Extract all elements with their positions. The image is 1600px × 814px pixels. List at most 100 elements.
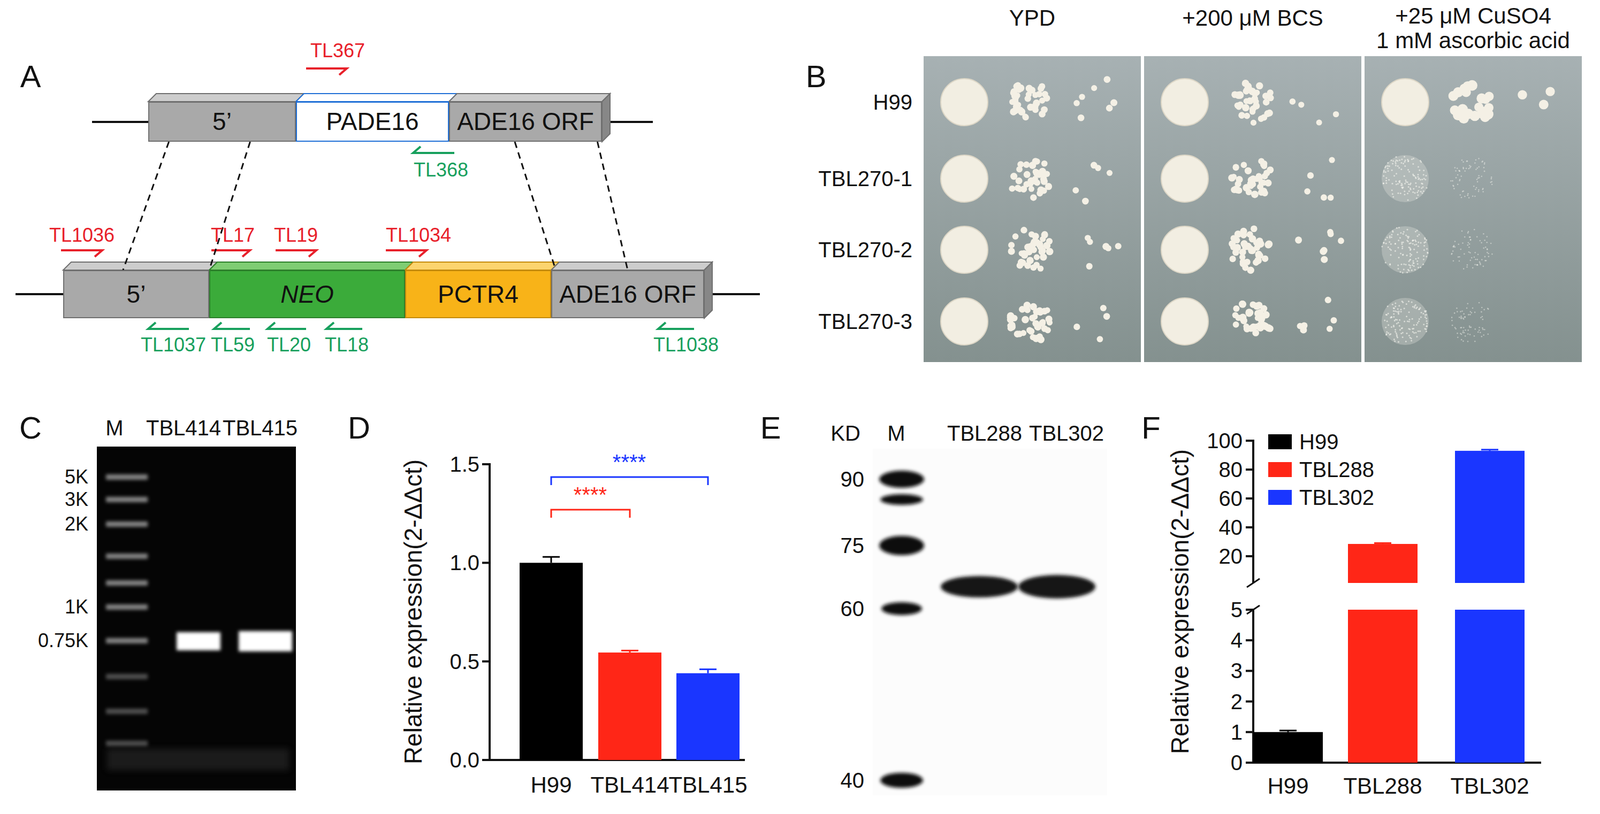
colony: [1022, 113, 1028, 120]
micro-colony: [1408, 259, 1411, 262]
micro-colony: [1398, 325, 1401, 327]
micro-colony: [1401, 247, 1404, 250]
colony-spot: [1381, 155, 1429, 203]
primer-label-text: TL1037: [140, 333, 207, 356]
error-cap: [1374, 542, 1392, 545]
colony: [1250, 119, 1257, 126]
micro-colony: [1402, 233, 1405, 235]
micro-colony: [1389, 263, 1391, 266]
micro-colony: [1395, 162, 1397, 165]
colony-spot: [1228, 157, 1274, 198]
micro-colony: [1418, 308, 1420, 311]
micro-colony: [1414, 192, 1416, 194]
tick-label: 100: [1206, 429, 1243, 453]
primer-label: TL59: [210, 334, 255, 356]
micro-colony: [1397, 308, 1399, 310]
colony: [1265, 240, 1273, 249]
micro-colony: [1384, 262, 1387, 264]
colony: [1042, 241, 1051, 250]
protein-band: [1018, 575, 1096, 599]
colony: [1245, 309, 1253, 317]
size-marker-text: 3K: [64, 488, 89, 511]
axis-break: [1246, 578, 1260, 588]
colony: [1232, 164, 1240, 171]
micro-colony: [1393, 340, 1396, 343]
colony: [1328, 157, 1335, 164]
micro-colony: [1396, 310, 1398, 313]
micro-colony: [1395, 164, 1397, 167]
colony: [1161, 226, 1209, 274]
micro-colony: [1422, 169, 1425, 172]
micro-colony: [1457, 243, 1460, 246]
micro-colony: [1484, 246, 1487, 249]
box-top-face: [551, 262, 713, 271]
colony-spot: [1381, 226, 1429, 274]
panel-letter-text: A: [20, 58, 42, 94]
micro-colony: [1417, 257, 1420, 259]
colony: [1072, 187, 1079, 194]
primer-label: TL368: [413, 159, 469, 181]
micro-colony: [1422, 255, 1425, 257]
colony: [1161, 155, 1209, 203]
axis-tick: [482, 561, 490, 565]
micro-colony: [1394, 310, 1397, 312]
micro-colony: [1472, 195, 1474, 198]
category-label-text: H99: [1267, 773, 1309, 799]
colony: [1035, 90, 1043, 98]
micro-colony: [1399, 329, 1401, 331]
micro-colony: [1396, 323, 1398, 325]
panel-letter: B: [805, 59, 827, 94]
panel-letter: F: [1141, 410, 1161, 446]
micro-colony: [1463, 326, 1465, 329]
colony: [1086, 263, 1093, 270]
micro-colony: [1397, 264, 1399, 267]
primer-label-text: TL19: [273, 224, 318, 247]
legend-label: TBL302: [1299, 485, 1375, 510]
micro-colony: [1391, 189, 1393, 192]
micro-colony: [1463, 332, 1466, 334]
colony: [1244, 167, 1252, 175]
y-axis: [488, 463, 491, 762]
micro-colony: [1469, 333, 1472, 336]
colony-spot: [1448, 80, 1495, 124]
micro-colony: [1403, 175, 1406, 178]
micro-colony: [1418, 233, 1420, 236]
micro-colony: [1457, 336, 1459, 339]
micro-colony: [1412, 163, 1414, 165]
micro-colony: [1412, 260, 1414, 263]
strain-label: TBL270-1: [818, 166, 913, 191]
micro-colony: [1466, 307, 1468, 310]
micro-colony: [1425, 314, 1428, 316]
micro-colony: [1474, 258, 1477, 261]
micro-colony: [1391, 169, 1393, 172]
colony: [1008, 241, 1015, 249]
tick-label: 4: [1230, 628, 1243, 653]
micro-colony: [1469, 252, 1472, 254]
micro-colony: [1425, 174, 1428, 177]
micro-colony: [1395, 332, 1398, 335]
micro-colony: [1459, 194, 1462, 196]
micro-colony: [1413, 324, 1415, 326]
micro-colony: [1462, 190, 1465, 193]
micro-colony: [1486, 248, 1489, 250]
colony: [1238, 111, 1246, 119]
category-label: H99: [1267, 774, 1309, 799]
micro-colony: [1476, 178, 1478, 181]
micro-colony: [1424, 178, 1427, 181]
bar: [598, 652, 662, 761]
colony: [1251, 95, 1259, 103]
lane-label: TBL415: [222, 416, 298, 440]
colony-spot: [940, 78, 988, 126]
primer-arrow: [413, 146, 455, 154]
colony: [1078, 93, 1085, 100]
micro-colony: [1397, 233, 1399, 236]
axis-title-text: Relative expression(2-ΔΔct): [1166, 449, 1194, 755]
micro-colony: [1458, 260, 1461, 263]
micro-colony: [1393, 174, 1396, 177]
micro-colony: [1396, 334, 1398, 337]
category-label: H99: [530, 773, 572, 798]
crossover-line: [209, 141, 250, 271]
size-marker: 40: [840, 768, 865, 793]
tick-label: 80: [1218, 458, 1244, 482]
condition-header-text: 1 mM ascorbic acid: [1376, 27, 1571, 53]
